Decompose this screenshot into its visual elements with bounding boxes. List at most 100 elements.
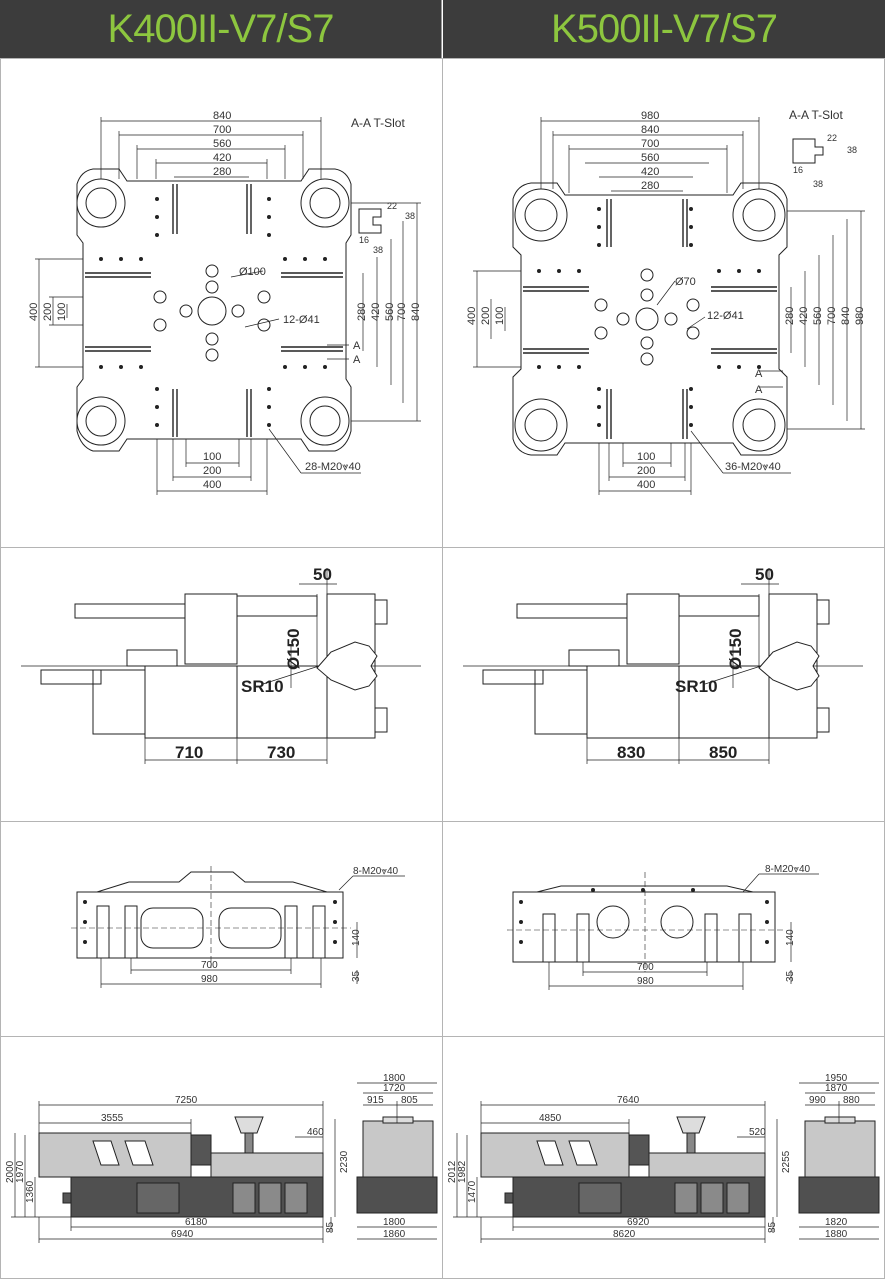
machine-dim: 6940 [171, 1229, 194, 1240]
machine-dim: 460 [307, 1127, 324, 1138]
machine-height: 2000 [5, 1160, 16, 1183]
tslot-dim: 16 [359, 235, 369, 245]
platen-drawing-left: 840 700 560 420 280 100 200 400 400 200 … [0, 58, 443, 548]
ejector-drawing-left: 700 980 140 35 8-M20⩔40 [0, 821, 443, 1037]
width-dim: 280 [213, 166, 231, 178]
platen-drawing-right: 980 840 700 560 420 280 100 200 400 400 … [442, 58, 885, 548]
nozzle-drawing-left: 50 Ø150 SR10 710 730 [0, 547, 443, 822]
ejector-dim: 140 [351, 929, 362, 946]
right-dim: 420 [370, 303, 382, 321]
width-dim: 420 [641, 166, 659, 178]
width-dim: 560 [213, 138, 231, 150]
bottom-dim: 100 [637, 451, 655, 463]
width-dim: 280 [641, 180, 659, 192]
bottom-dim: 400 [637, 479, 655, 491]
ejector-dim: 980 [201, 974, 218, 985]
nozzle-dim: 730 [267, 743, 295, 762]
left-dim: 100 [494, 307, 506, 325]
holes-note: 12-Ø41 [283, 314, 320, 326]
tslot-dim: 22 [387, 201, 397, 211]
machine-dim: 8620 [613, 1229, 636, 1240]
tslot-dim: 38 [847, 145, 857, 155]
tslot-dim: 22 [827, 133, 837, 143]
ejector-thread: 8-M20⩔40 [765, 864, 811, 875]
bottom-dim: 200 [637, 465, 655, 477]
width-dim: 840 [641, 124, 659, 136]
tslot-dim: 38 [813, 179, 823, 189]
end-view-dim: 1860 [383, 1229, 406, 1240]
machine-drawing-left: 7250 3555 2000 1970 1360 2230 460 6180 6… [0, 1036, 443, 1279]
machine-dim: 520 [749, 1127, 766, 1138]
section-mark: A [755, 384, 763, 396]
right-dim: 280 [356, 303, 368, 321]
right-dim: 420 [798, 307, 810, 325]
right-dim: 840 [840, 307, 852, 325]
right-dim: 700 [396, 303, 408, 321]
nozzle-sr: SR10 [675, 677, 718, 696]
left-dim: 100 [56, 303, 68, 321]
machine-drawing-right: 7640 4850 2012 1982 1470 2255 520 6920 8… [442, 1036, 885, 1279]
model-header-right: K500II-V7/S7 [443, 0, 885, 58]
end-view-dim: 1820 [825, 1217, 848, 1228]
machine-dim: 85 [325, 1221, 336, 1233]
ejector-dim: 140 [785, 929, 796, 946]
center-hole-note: Ø100 [239, 266, 266, 278]
right-dim: 280 [784, 307, 796, 325]
section-mark: A [353, 340, 361, 352]
tslot-title: A-A T-Slot [351, 116, 405, 130]
width-dim: 700 [641, 138, 659, 150]
bottom-dim: 100 [203, 451, 221, 463]
nozzle-dim: 710 [175, 743, 203, 762]
machine-dim: 1970 [15, 1160, 26, 1183]
end-view-dim: 1720 [383, 1083, 406, 1094]
nozzle-sr: SR10 [241, 677, 284, 696]
left-dim: 400 [28, 303, 40, 321]
right-dim: 840 [410, 303, 422, 321]
machine-dim: 6180 [185, 1217, 208, 1228]
width-dim: 980 [641, 110, 659, 122]
machine-length: 7640 [617, 1095, 640, 1106]
width-dim: 560 [641, 152, 659, 164]
right-dim: 980 [854, 307, 866, 325]
width-dim: 420 [213, 152, 231, 164]
width-dim: 840 [213, 110, 231, 122]
nozzle-dia: Ø150 [726, 628, 745, 670]
ejector-dim: 980 [637, 976, 654, 987]
nozzle-dim: 830 [617, 743, 645, 762]
section-mark: A [353, 354, 361, 366]
nozzle-dim: 50 [313, 565, 332, 584]
machine-dim: 85 [767, 1221, 778, 1233]
ejector-thread: 8-M20⩔40 [353, 866, 399, 877]
end-view-dim: 1800 [383, 1217, 406, 1228]
right-dim: 560 [812, 307, 824, 325]
end-view-dim: 880 [843, 1095, 860, 1106]
machine-dim: 4850 [539, 1113, 562, 1124]
end-view-dim: 1950 [825, 1073, 848, 1084]
end-view-dim: 805 [401, 1095, 418, 1106]
left-dim: 200 [480, 307, 492, 325]
tslot-dim: 38 [373, 245, 383, 255]
tslot-title: A-A T-Slot [789, 108, 843, 122]
thread-note: 36-M20⩔40 [725, 461, 781, 473]
right-dim: 700 [826, 307, 838, 325]
model-header-left: K400II-V7/S7 [0, 0, 442, 58]
ejector-drawing-right: 700 980 140 35 8-M20⩔40 [442, 821, 885, 1037]
end-view-dim: 1800 [383, 1073, 406, 1084]
tslot-dim: 38 [405, 211, 415, 221]
width-dim: 700 [213, 124, 231, 136]
ejector-dim: 700 [201, 960, 218, 971]
right-dim: 560 [384, 303, 396, 321]
end-view-dim: 1880 [825, 1229, 848, 1240]
machine-dim: 2255 [781, 1150, 792, 1173]
left-dim: 200 [42, 303, 54, 321]
bottom-dim: 400 [203, 479, 221, 491]
model-title: K500II-V7/S7 [551, 6, 778, 51]
tslot-dim: 16 [793, 165, 803, 175]
machine-length: 7250 [175, 1095, 198, 1106]
section-mark: A [755, 368, 763, 380]
nozzle-drawing-right: 50 Ø150 SR10 830 850 [442, 547, 885, 822]
machine-dim: 2230 [339, 1150, 350, 1173]
nozzle-dia: Ø150 [284, 628, 303, 670]
ejector-dim: 35 [785, 970, 796, 982]
machine-dim: 1470 [467, 1180, 478, 1203]
